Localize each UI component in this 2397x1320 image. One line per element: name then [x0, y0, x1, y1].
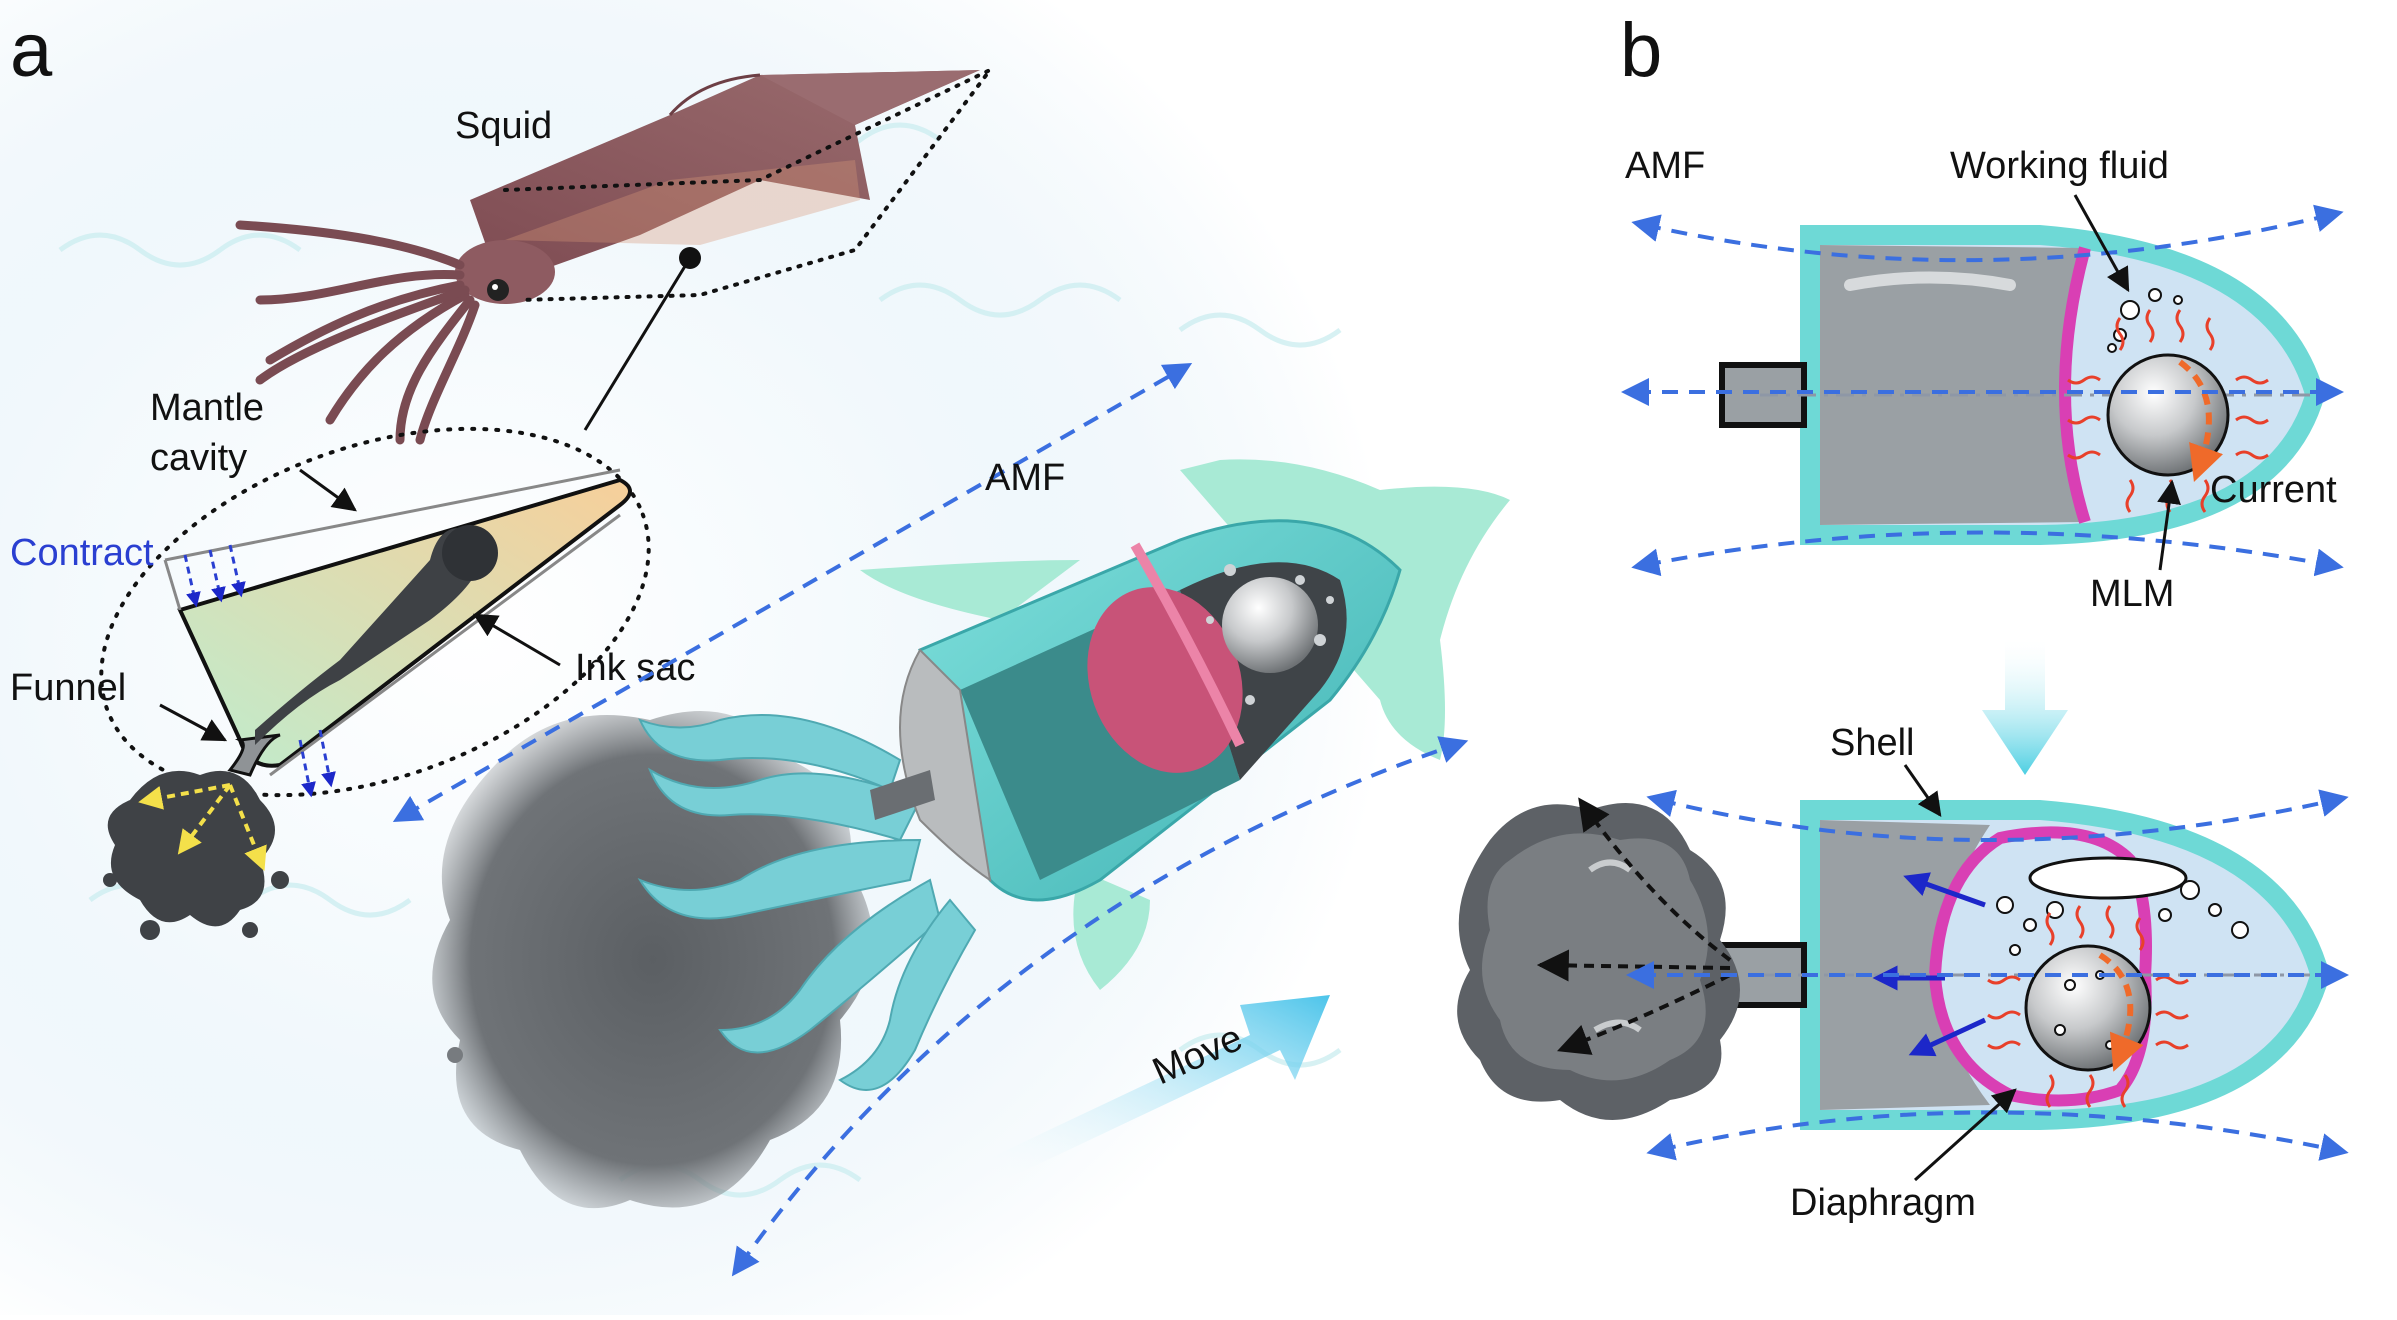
panel-b-letter: b — [1620, 8, 1662, 93]
label-amf-b: AMF — [1625, 145, 1705, 187]
label-mantle-cavity-line1: Mantle — [150, 387, 264, 429]
label-contract: Contract — [10, 532, 154, 574]
ink-speck — [447, 1047, 463, 1063]
device-jetting-state — [1719, 800, 2330, 1130]
leader-diaphragm — [1913, 1088, 2017, 1182]
label-shell: Shell — [1830, 722, 1915, 764]
label-current: Current — [2210, 469, 2337, 511]
label-ink-sac: Ink sac — [575, 647, 695, 689]
leader-working-fluid — [2073, 194, 2130, 293]
amf-field-lines-b-top — [1621, 204, 2344, 577]
ink-splash — [103, 770, 289, 940]
panel-a: a Squid — [0, 0, 1510, 1315]
move-arrow — [975, 995, 1330, 1180]
label-amf-a: AMF — [985, 457, 1065, 499]
label-mlm: MLM — [2090, 573, 2174, 615]
label-working-fluid: Working fluid — [1950, 145, 2169, 187]
label-squid: Squid — [455, 105, 552, 147]
label-funnel: Funnel — [10, 667, 126, 709]
panel-b: b — [1457, 8, 2349, 1224]
leader-mlm — [2157, 479, 2181, 571]
leader-shell — [1903, 764, 1942, 817]
transition-arrow — [1982, 640, 2068, 775]
expelled-fluid-cloud — [1457, 797, 1740, 1120]
label-diaphragm: Diaphragm — [1790, 1182, 1976, 1224]
panel-a-letter: a — [10, 8, 53, 93]
amf-field-lines-a — [392, 363, 1469, 1277]
label-mantle-cavity-line2: cavity — [150, 437, 247, 479]
